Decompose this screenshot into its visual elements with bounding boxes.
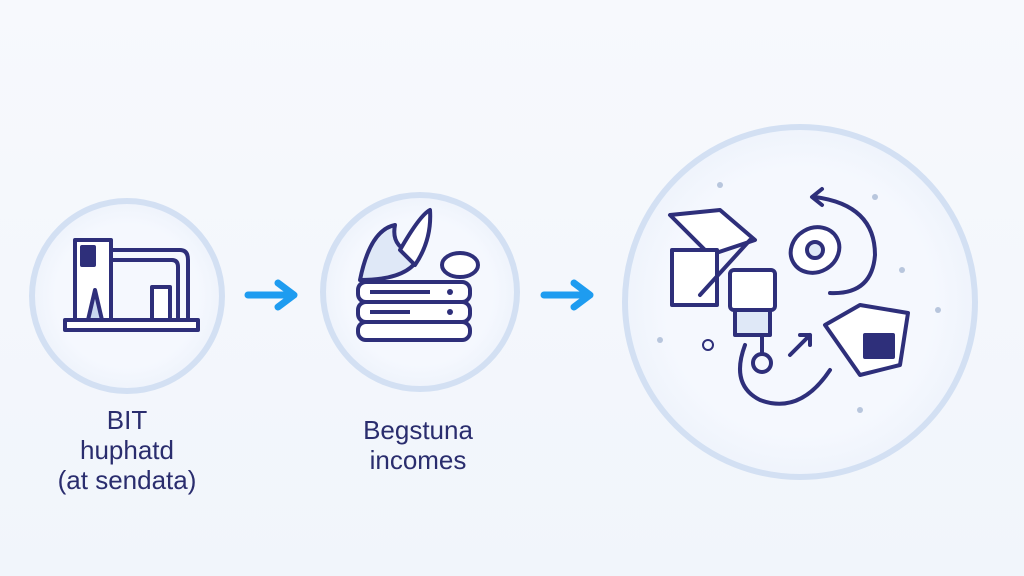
arrow-right-icon <box>540 279 594 311</box>
arrow-right-icon <box>244 279 298 311</box>
label-line: incomes <box>369 445 467 475</box>
step-1-circle <box>29 198 225 394</box>
building-icon <box>63 238 200 332</box>
label-line: huphatd <box>80 435 174 465</box>
step-1-label: BIT huphatd (at sendata) <box>27 405 227 495</box>
label-line: (at sendata) <box>57 465 197 495</box>
server-stack-icon <box>356 208 480 342</box>
step-2-label: Begstuna incomes <box>318 415 518 475</box>
label-line: Begstuna <box>363 415 473 445</box>
label-line: BIT <box>106 405 148 435</box>
workflow-cycle-icon <box>657 182 941 413</box>
